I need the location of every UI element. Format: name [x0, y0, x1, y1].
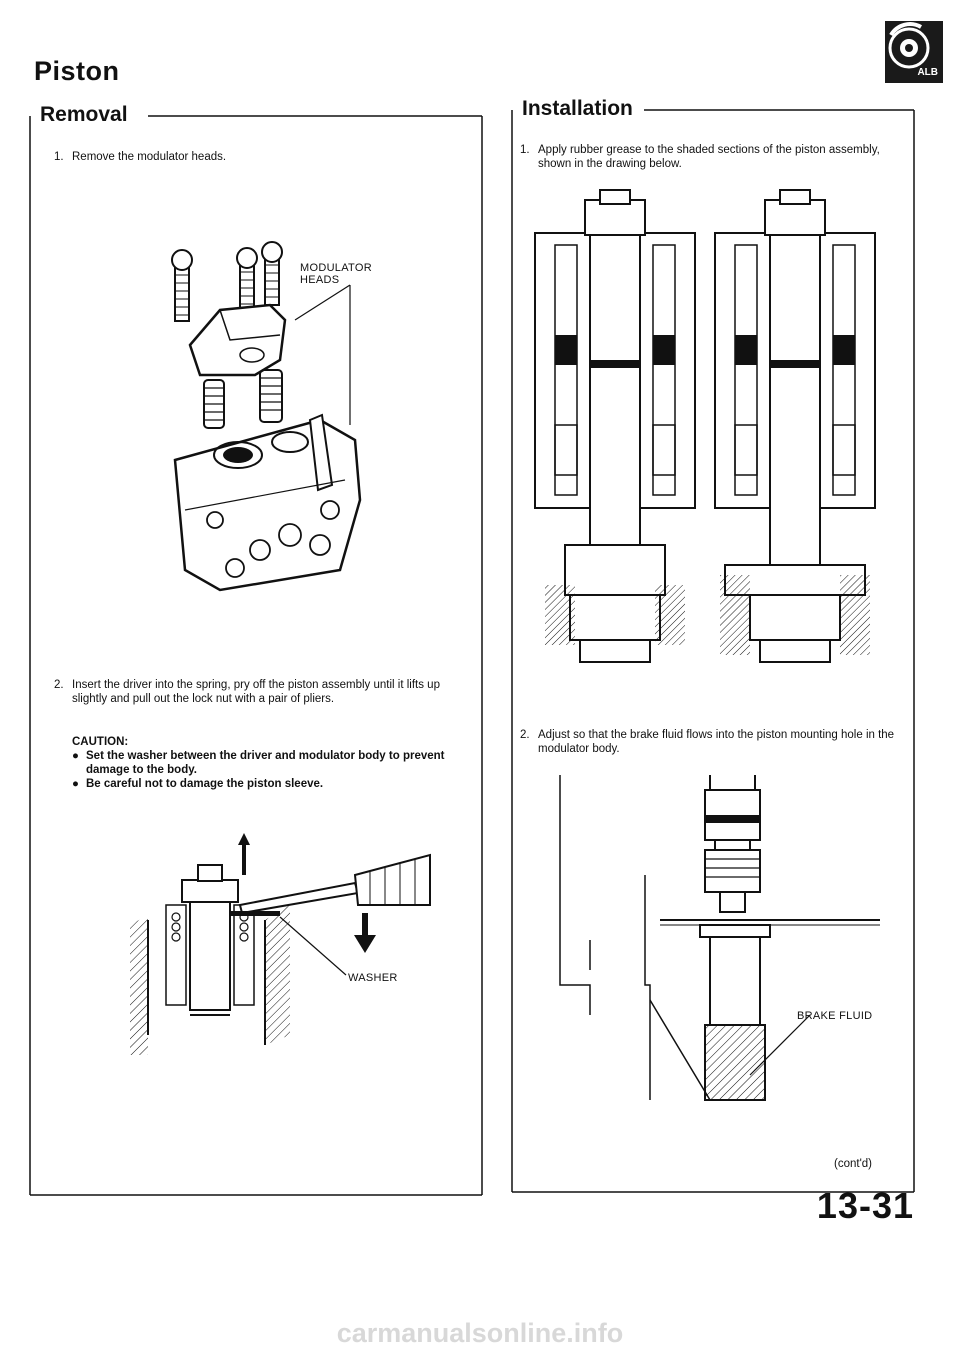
bullet-icon: ● [72, 750, 79, 762]
caution-item-text: Set the washer between the driver and mo… [86, 750, 445, 776]
page-title: Piston [34, 56, 120, 86]
alb-badge-text: ALB [917, 67, 938, 78]
washer-label: WASHER [348, 972, 398, 984]
step-text: Apply rubber grease to the shaded sectio… [538, 144, 880, 170]
removal-step-2: 2. Insert the driver into the spring, pr… [54, 678, 464, 706]
step-text: Insert the driver into the spring, pry o… [72, 679, 440, 705]
caution-item: ● Be careful not to damage the piston sl… [72, 777, 467, 791]
cross-section-right [714, 189, 876, 663]
caution-block: CAUTION: ● Set the washer between the dr… [72, 735, 467, 791]
step-number: 2. [520, 729, 530, 741]
piston-cross-section-diagram [534, 189, 876, 663]
caution-item: ● Set the washer between the driver and … [72, 749, 467, 777]
continued-note: (cont'd) [834, 1158, 872, 1170]
installation-heading: Installation [516, 97, 639, 121]
label-line-2: HEADS [300, 274, 340, 286]
bullet-icon: ● [72, 778, 79, 790]
step-number: 2. [54, 679, 64, 691]
page-number: 13-31 [816, 1185, 914, 1226]
cross-section-left [534, 189, 696, 663]
footer-url: carmanualsonline.info [336, 1318, 624, 1348]
modulator-heads-label: MODULATOR HEADS [300, 262, 372, 286]
label-line-1: MODULATOR [300, 262, 372, 274]
step-text: Remove the modulator heads. [72, 151, 227, 163]
caution-item-text: Be careful not to damage the piston slee… [86, 778, 324, 790]
brake-fluid-label: BRAKE FLUID [797, 1010, 873, 1022]
installation-step-2: 2. Adjust so that the brake fluid flows … [520, 728, 910, 756]
caution-title: CAUTION: [72, 736, 129, 748]
removal-step-1: 1. Remove the modulator heads. [54, 150, 464, 164]
step-number: 1. [54, 151, 64, 163]
step-text: Adjust so that the brake fluid flows int… [538, 729, 895, 755]
installation-step-1: 1. Apply rubber grease to the shaded sec… [520, 143, 900, 171]
brake-fluid-diagram [559, 775, 880, 1101]
brake-disc-icon [888, 22, 930, 69]
step-number: 1. [520, 144, 530, 156]
modulator-heads-diagram [171, 241, 362, 592]
piston-removal-diagram [130, 833, 431, 1055]
removal-heading: Removal [34, 103, 134, 127]
alb-logo-icon: ALB [885, 21, 943, 83]
